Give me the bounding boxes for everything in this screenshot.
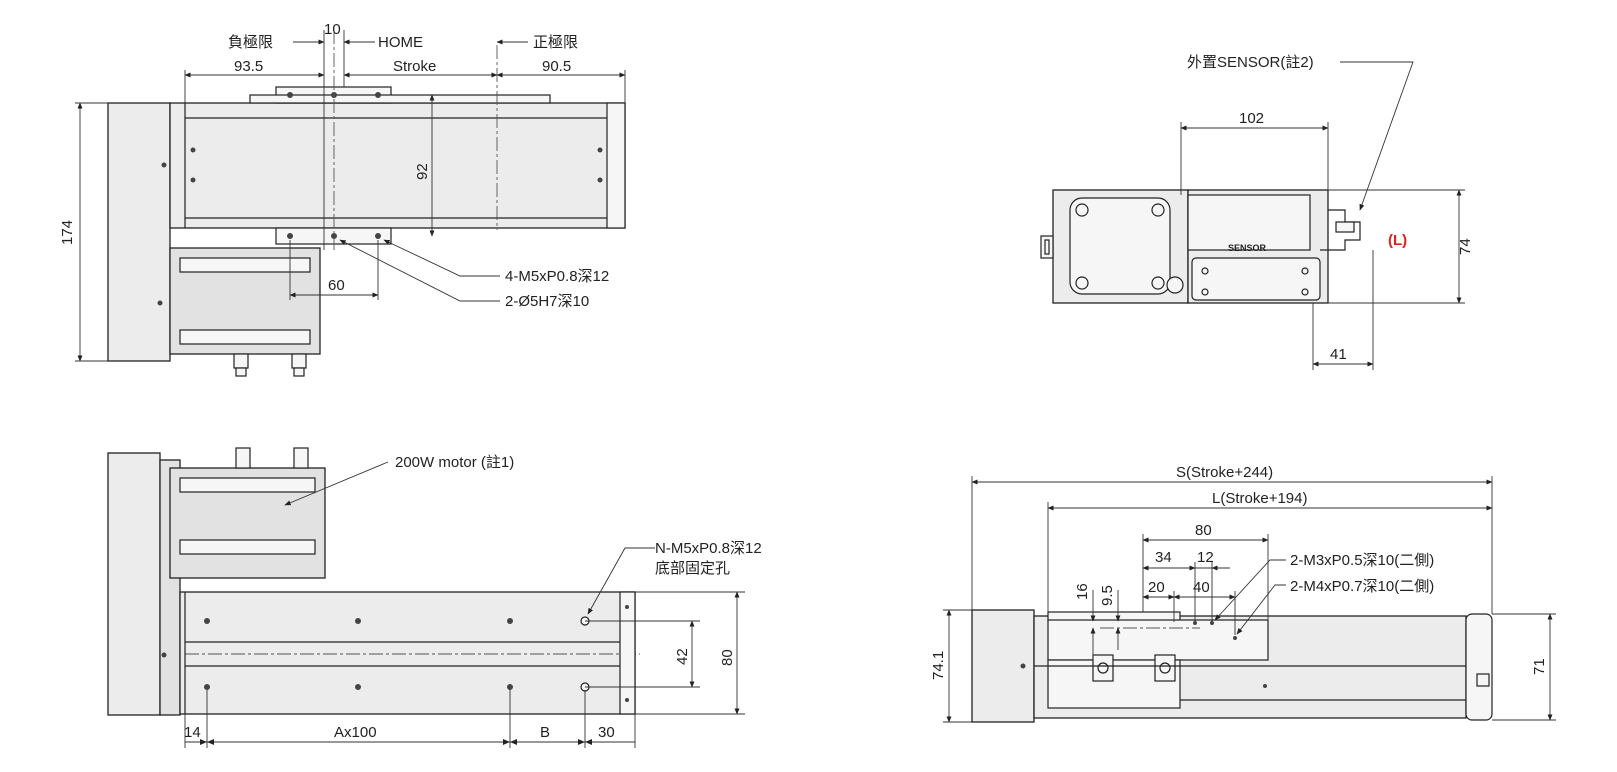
label-dim-174: 174 (59, 220, 76, 245)
top-view: 負極限 10 HOME 正極限 93.5 Stroke 90.5 174 92 … (59, 21, 626, 377)
callout-m3-holes: 2-M3xP0.5深10(二側) (1290, 552, 1434, 569)
callout-motor: 200W motor (註1) (395, 454, 514, 471)
connector-1 (235, 447, 251, 469)
label-dim-92: 92 (414, 163, 431, 180)
label-dim-80: 80 (719, 649, 736, 666)
label-dim-60: 60 (328, 277, 345, 294)
label-dim-s: S(Stroke+244) (1176, 464, 1273, 481)
hole (331, 233, 337, 239)
label-dim-90-5: 90.5 (542, 58, 571, 75)
external-sensor (1320, 209, 1361, 251)
label-dim-9-5: 9.5 (1099, 585, 1116, 606)
label-dim-a100: Ax100 (334, 724, 377, 741)
label-dim-41: 41 (1330, 346, 1347, 363)
label-dim-80: 80 (1195, 522, 1212, 539)
hole (287, 233, 293, 239)
end-cap-bottom (1191, 257, 1321, 301)
label-length-marker: (L) (1388, 232, 1407, 249)
label-neg-limit: 負極限 (228, 34, 273, 51)
rail-body (179, 591, 636, 715)
front-view: 200W motor (註1) N-M5xP0.8深12 底部固定孔 42 80… (107, 447, 762, 748)
hole (375, 92, 381, 98)
motor-fin-top (179, 257, 311, 273)
motor-housing (107, 452, 161, 716)
flange-plate (1069, 197, 1171, 295)
hole (287, 92, 293, 98)
label-dim-74: 74 (1457, 238, 1474, 255)
label-dim-16: 16 (1074, 583, 1091, 600)
callout-pin-holes: 2-Ø5H7深10 (505, 293, 589, 310)
callout-m4-holes: 2-M4xP0.7深10(二側) (1290, 578, 1434, 595)
end-view: SENSOR 外置SENSOR(註2) 102 74 41 (L) (1040, 54, 1474, 370)
motor-housing (107, 102, 171, 362)
label-dim-l: L(Stroke+194) (1212, 490, 1307, 507)
label-dim-102: 102 (1239, 110, 1264, 127)
callout-mount-holes: N-M5xP0.8深12 (655, 540, 762, 557)
connector-1 (233, 353, 249, 369)
label-dim-20: 20 (1148, 579, 1165, 596)
label-dim-34: 34 (1155, 549, 1172, 566)
connector-2 (293, 447, 309, 469)
sensor-text: SENSOR (1228, 243, 1267, 253)
callout-m5-holes: 4-M5xP0.8深12 (505, 268, 609, 285)
label-dim-71: 71 (1531, 658, 1548, 675)
label-dim-12: 12 (1197, 549, 1214, 566)
callout-bottom-holes: 底部固定孔 (655, 560, 730, 577)
label-stroke: Stroke (393, 58, 436, 75)
hole (375, 233, 381, 239)
rail-end-cap (606, 102, 626, 229)
rail-end-cap (619, 591, 636, 715)
label-pos-limit: 正極限 (533, 34, 578, 51)
label-dim-93-5: 93.5 (234, 58, 263, 75)
connector-1-tip (235, 367, 247, 377)
slider-plate-top (249, 94, 551, 104)
connector-2 (291, 353, 307, 369)
motor-fin-bottom (179, 329, 311, 345)
rail-body (169, 102, 626, 229)
callout-external-sensor: 外置SENSOR(註2) (1187, 54, 1314, 71)
label-dim-40: 40 (1193, 579, 1210, 596)
label-dim-74-1: 74.1 (930, 651, 947, 680)
label-dim-30: 30 (598, 724, 615, 741)
label-dim-10: 10 (324, 21, 341, 38)
connector-2-tip (293, 367, 305, 377)
rail-end-cap (1465, 613, 1493, 721)
label-dim-14: 14 (184, 724, 201, 741)
side-view: S(Stroke+244) L(Stroke+194) 80 34 12 20 … (930, 464, 1556, 723)
label-dim-b: B (540, 724, 550, 741)
label-dim-42: 42 (674, 648, 691, 665)
label-home: HOME (378, 34, 423, 51)
end-cap-top (1187, 194, 1311, 251)
